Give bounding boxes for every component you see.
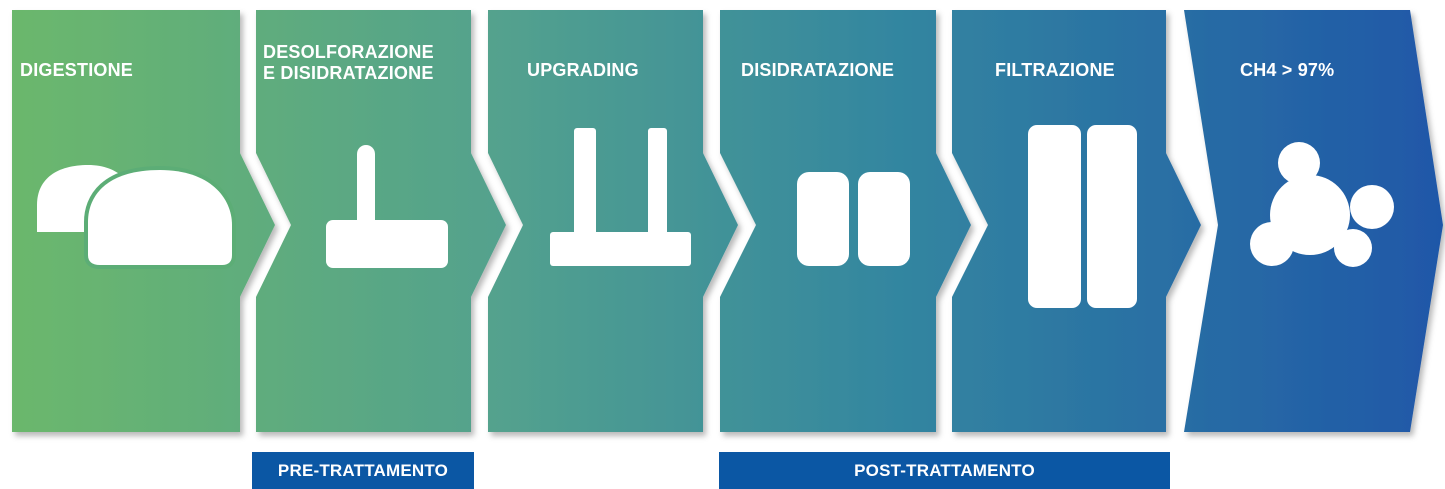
step-label-disidratazione: DISIDRATAZIONE (741, 60, 895, 80)
post-treatment-label: POST-TRATTAMENTO (854, 460, 1035, 480)
filter-columns-icon (1028, 125, 1137, 308)
column-tank-icon (326, 145, 448, 268)
step-label-filtrazione: FILTRAZIONE (995, 60, 1115, 80)
methane-molecule-icon (1250, 142, 1394, 267)
pre-treatment-bar: PRE-TRATTAMENTO (252, 452, 474, 489)
digester-domes-icon (37, 165, 236, 269)
step-chevron-3 (488, 10, 738, 432)
post-treatment-bar: POST-TRATTAMENTO (719, 452, 1170, 489)
pre-treatment-label: PRE-TRATTAMENTO (277, 460, 449, 480)
step-label-upgrading: UPGRADING (527, 60, 639, 80)
membrane-columns-icon (550, 128, 691, 266)
step-label-digestione: DIGESTIONE (20, 60, 134, 80)
step-label-ch4: CH4 > 97% (1240, 60, 1335, 80)
step-label-desolforazione: DESOLFORAZIONE E DISIDRATAZIONE (263, 42, 434, 83)
dryer-tanks-icon (797, 172, 910, 266)
